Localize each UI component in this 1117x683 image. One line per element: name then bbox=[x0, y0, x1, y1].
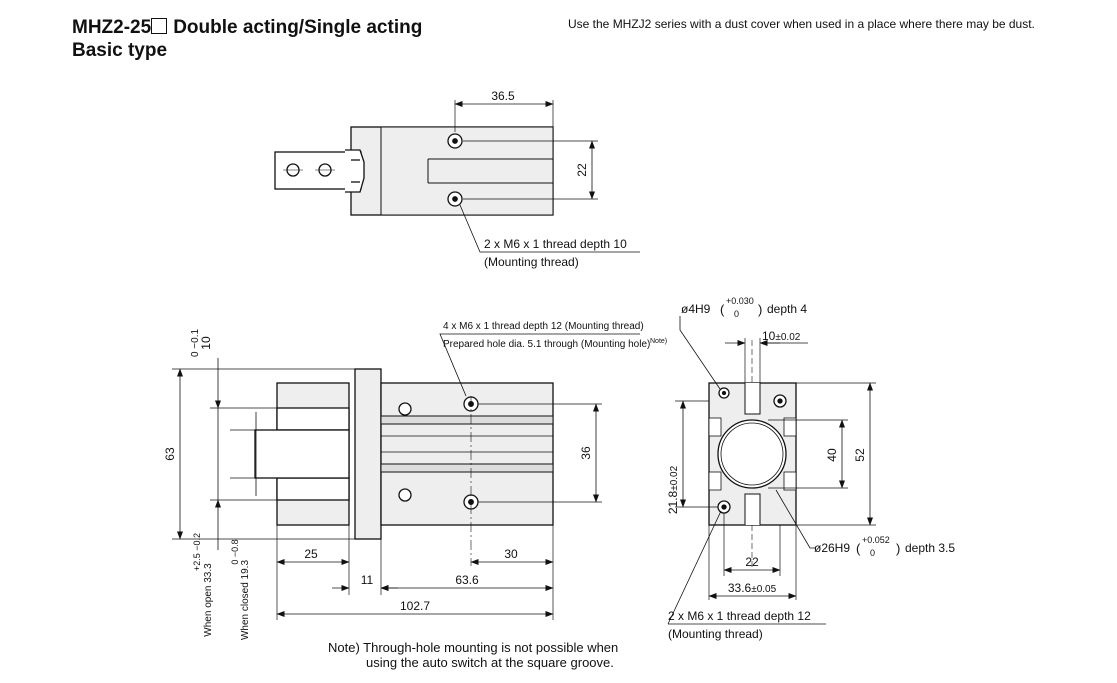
side-dim-40: 40 bbox=[825, 448, 839, 462]
front-dim-25: 25 bbox=[304, 547, 318, 561]
side-dim-10: 10±0.02 bbox=[762, 329, 801, 343]
top-callout-thread: 2 x M6 x 1 thread depth 10 bbox=[484, 237, 627, 251]
front-callout-hole: Prepared hole dia. 5.1 through (Mounting… bbox=[443, 339, 650, 350]
top-callout-label: (Mounting thread) bbox=[484, 255, 579, 269]
side-callout-label: (Mounting thread) bbox=[668, 627, 763, 641]
side-dim-52: 52 bbox=[853, 448, 867, 462]
bore-tol-lower: 0 bbox=[870, 548, 875, 558]
front-dim-stroke-tol: 0 −0.1 bbox=[190, 329, 201, 358]
footnote-line-1: Note) Through-hole mounting is not possi… bbox=[328, 640, 619, 655]
front-dim-30: 30 bbox=[504, 547, 518, 561]
svg-text:(: ( bbox=[856, 541, 861, 556]
front-dim-stroke: 10 bbox=[199, 336, 213, 350]
footnote-line-2: using the auto switch at the square groo… bbox=[366, 655, 614, 670]
bore-depth: depth 3.5 bbox=[905, 541, 955, 555]
side-view bbox=[667, 316, 876, 625]
dust-cover-note: Use the MHZJ2 series with a dust cover w… bbox=[568, 17, 1035, 31]
footnote: Note) Through-hole mounting is not possi… bbox=[328, 640, 618, 670]
front-thread-hole-2 bbox=[398, 488, 412, 502]
closed-tolerance: 0 −0.8 bbox=[230, 539, 240, 564]
side-callout-thread: 2 x M6 x 1 thread depth 12 bbox=[668, 609, 811, 623]
side-bore bbox=[717, 419, 787, 489]
front-callout-note-mark: Note) bbox=[650, 338, 667, 345]
svg-text:): ) bbox=[896, 541, 900, 556]
pin-hole-tol-upper: +0.030 bbox=[726, 296, 754, 306]
title-rest: Double acting/Single acting bbox=[173, 17, 423, 38]
front-thread-hole-1 bbox=[398, 402, 412, 416]
bore-label: ø26H9 bbox=[814, 541, 850, 555]
svg-text:(: ( bbox=[720, 302, 725, 317]
svg-text:): ) bbox=[758, 302, 762, 317]
side-dim-21-8: 21.8±0.02 bbox=[666, 465, 680, 514]
pin-hole-label: ø4H9 bbox=[681, 302, 711, 316]
top-dim-width: 36.5 bbox=[491, 89, 515, 103]
open-label: When open 33.3 bbox=[203, 563, 214, 637]
top-dim-height: 22 bbox=[575, 163, 589, 177]
front-callout-thread: 4 x M6 x 1 thread depth 12 (Mounting thr… bbox=[443, 321, 644, 332]
model-suffix-box bbox=[151, 18, 168, 34]
front-dim-36: 36 bbox=[579, 446, 593, 460]
title-model: MHZ2-25 bbox=[72, 17, 152, 38]
front-flange bbox=[354, 368, 382, 540]
pin-hole-tol-lower: 0 bbox=[734, 309, 739, 319]
front-dim-63-6: 63.6 bbox=[455, 573, 479, 587]
upper-switch-groove bbox=[380, 415, 554, 425]
closed-label: When closed 19.3 bbox=[240, 560, 251, 640]
lower-switch-groove bbox=[380, 463, 554, 473]
page-subtitle: Basic type bbox=[72, 40, 168, 61]
side-dim-22: 22 bbox=[745, 555, 759, 569]
bore-tol-upper: +0.052 bbox=[862, 535, 890, 545]
front-view bbox=[172, 333, 640, 620]
page-title: MHZ2-25 Double acting/Single acting Basic… bbox=[72, 16, 422, 62]
pin-hole-depth: depth 4 bbox=[767, 302, 807, 316]
front-dim-102-7: 102.7 bbox=[400, 599, 430, 613]
side-dim-33-6: 33.6±0.05 bbox=[728, 581, 777, 595]
open-tolerance: +2.5 −0.2 bbox=[192, 533, 202, 571]
front-dim-height: 63 bbox=[163, 447, 177, 461]
top-view bbox=[274, 100, 640, 253]
front-dim-11: 11 bbox=[361, 573, 374, 587]
